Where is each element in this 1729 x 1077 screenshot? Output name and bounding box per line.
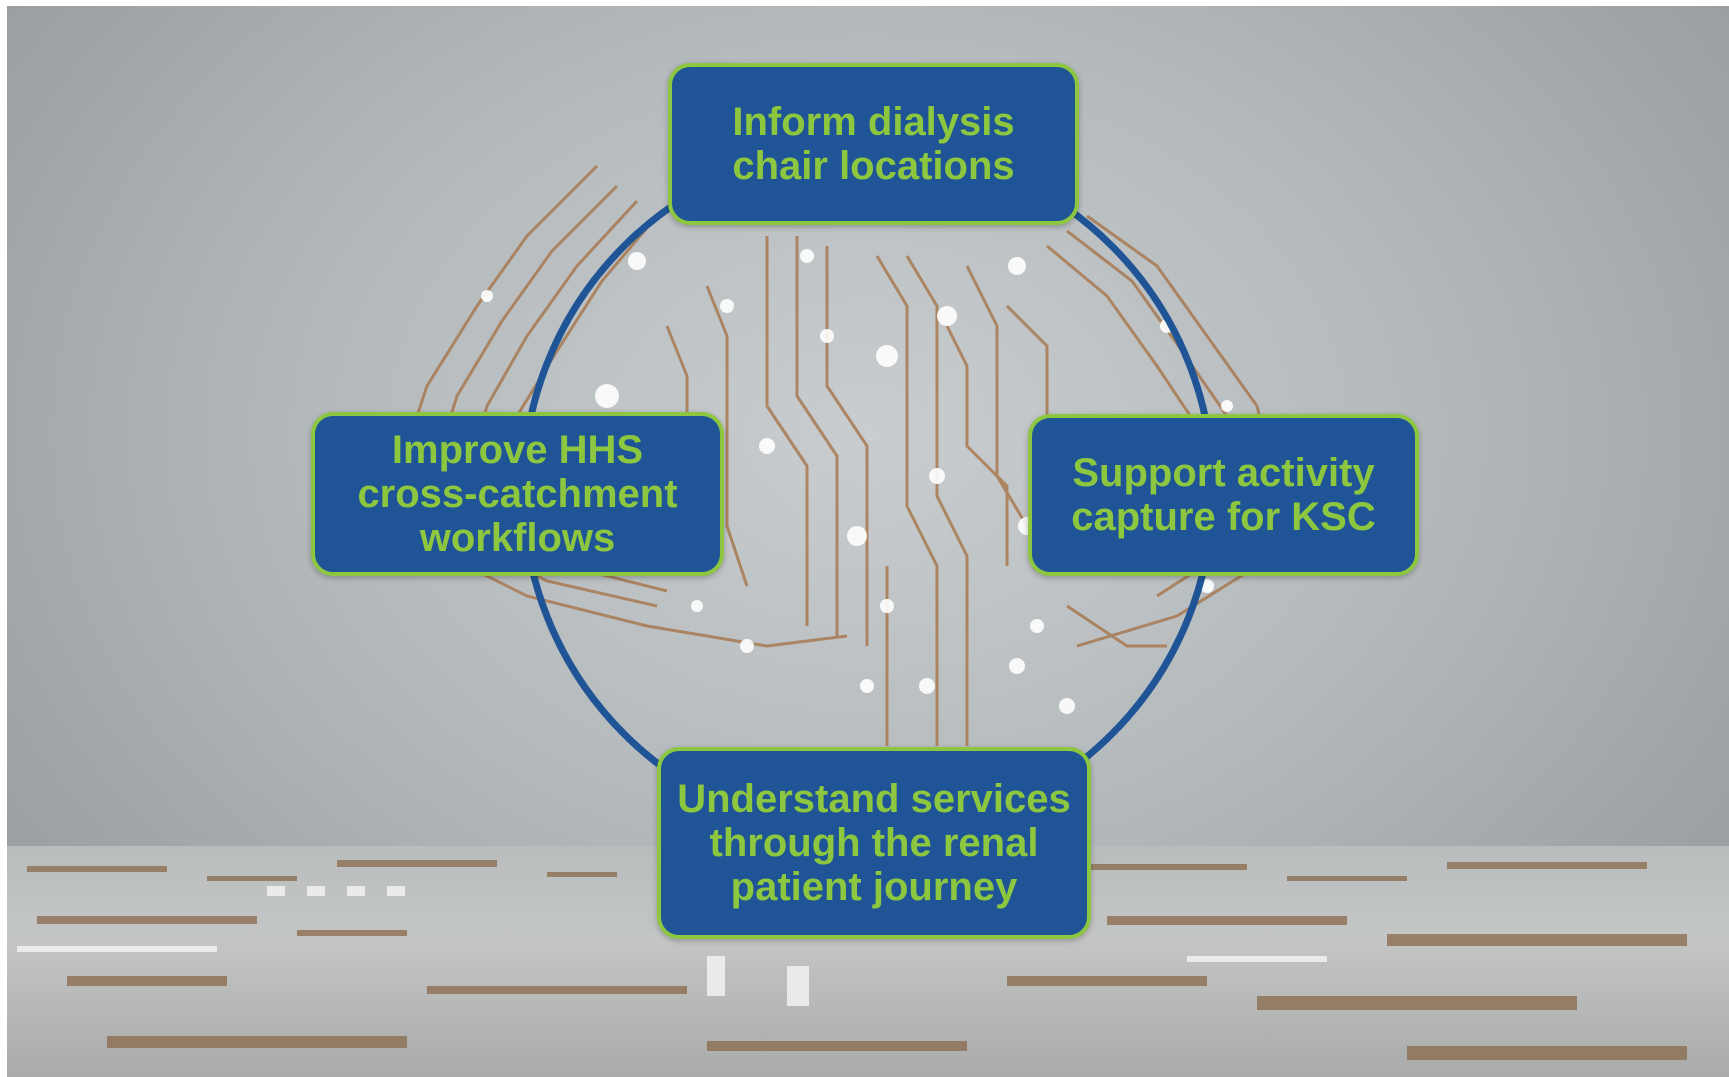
node-improve-hhs-label: Improve HHS cross-catchment workflows [357, 428, 678, 560]
node-inform-dialysis-label: Inform dialysis chair locations [732, 100, 1015, 188]
node-support-activity: Support activity capture for KSC [1028, 414, 1419, 576]
node-understand-services-label: Understand services through the renal pa… [677, 777, 1071, 909]
node-improve-hhs: Improve HHS cross-catchment workflows [311, 412, 724, 576]
slide-canvas: Inform dialysis chair locations Support … [7, 6, 1729, 1077]
node-support-activity-label: Support activity capture for KSC [1071, 451, 1376, 539]
node-inform-dialysis: Inform dialysis chair locations [668, 63, 1079, 225]
circuit-floor-traces [17, 860, 1687, 1060]
node-understand-services: Understand services through the renal pa… [657, 747, 1091, 939]
